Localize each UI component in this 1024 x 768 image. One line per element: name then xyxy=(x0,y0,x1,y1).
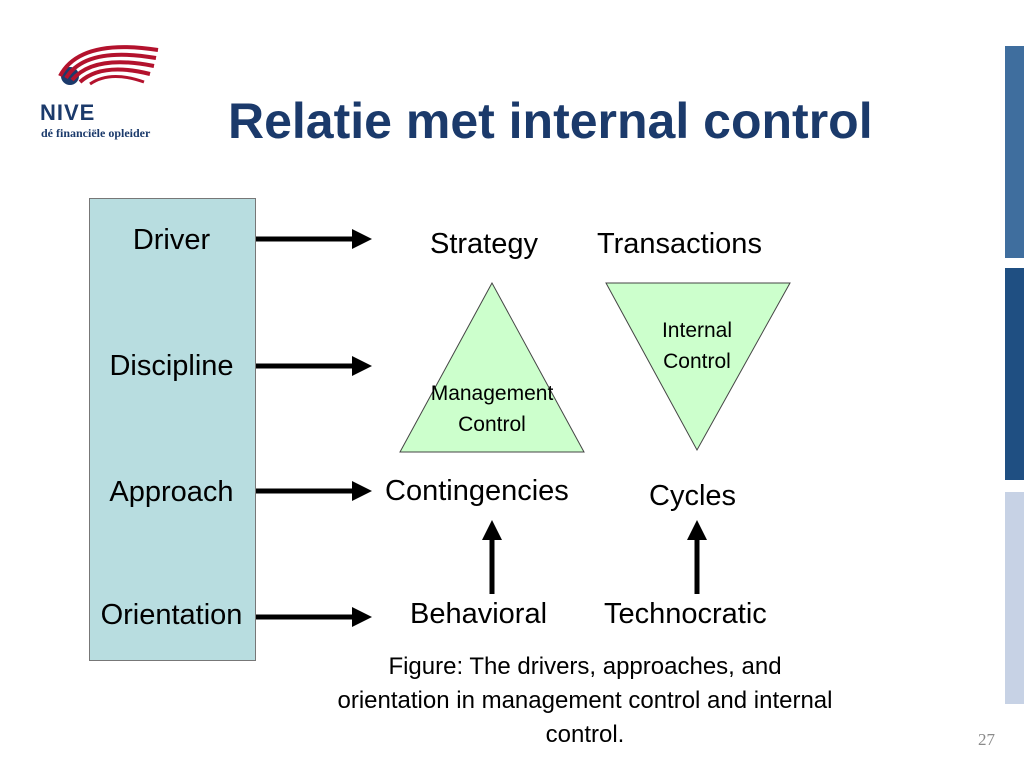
technocratic-label: Technocratic xyxy=(604,598,767,630)
sidebar-item-discipline: Discipline xyxy=(109,350,234,382)
right-bar-bottom xyxy=(1005,492,1024,704)
strategy-label: Strategy xyxy=(430,228,538,260)
management-control-triangle xyxy=(399,281,585,453)
behavioral-label: Behavioral xyxy=(410,598,548,630)
internal-control-triangle xyxy=(605,282,791,452)
nive-logo-icon xyxy=(58,45,159,86)
right-bar-top xyxy=(1005,46,1024,258)
contingencies-label: Contingencies xyxy=(385,475,569,507)
page-number: 27 xyxy=(978,730,995,749)
sidebar-item-driver: Driver xyxy=(132,224,211,256)
transactions-label: Transactions xyxy=(597,228,762,260)
sidebar-item-orientation: Orientation xyxy=(100,599,243,631)
logo-name: NIVE xyxy=(40,100,96,125)
logo-tagline: dé financiële opleider xyxy=(41,126,151,140)
internal-control-label: Internal Control xyxy=(661,319,733,373)
sidebar-item-approach: Approach xyxy=(109,476,234,508)
figure-caption: Figure: The drivers, approaches, and ori… xyxy=(337,653,833,748)
cycles-label: Cycles xyxy=(649,480,737,512)
management-control-label: Management Control xyxy=(430,382,554,436)
right-bar-middle xyxy=(1005,268,1024,480)
driver-column-box xyxy=(89,198,256,661)
page-title: Relatie met internal control xyxy=(228,93,873,149)
